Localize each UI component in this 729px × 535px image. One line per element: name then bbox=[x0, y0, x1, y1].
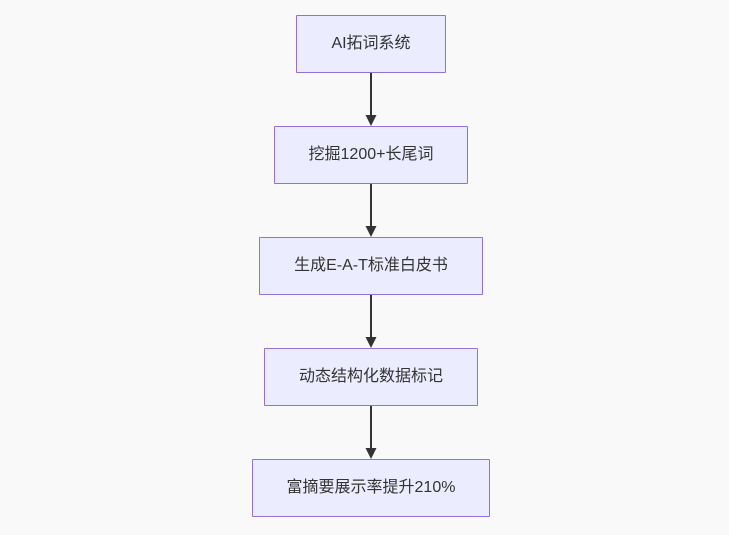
flow-node-mine-longtail-keywords: 挖掘1200+长尾词 bbox=[273, 126, 469, 184]
down-arrow-icon bbox=[365, 406, 377, 459]
flow-node-generate-eat-whitepaper: 生成E-A-T标准白皮书 bbox=[259, 237, 483, 295]
flow-node-rich-snippet-rate-increase: 富摘要展示率提升210% bbox=[251, 459, 491, 517]
down-arrow-icon bbox=[365, 73, 377, 126]
down-arrow-icon bbox=[365, 295, 377, 348]
flowchart-column: AI拓词系统 挖掘1200+长尾词 生成E-A-T标准白皮书 动态结构化数据标记… bbox=[13, 15, 729, 517]
down-arrow-icon bbox=[365, 184, 377, 237]
flow-node-ai-word-expansion-system: AI拓词系统 bbox=[296, 15, 446, 73]
flow-node-dynamic-structured-data-markup: 动态结构化数据标记 bbox=[263, 348, 478, 406]
